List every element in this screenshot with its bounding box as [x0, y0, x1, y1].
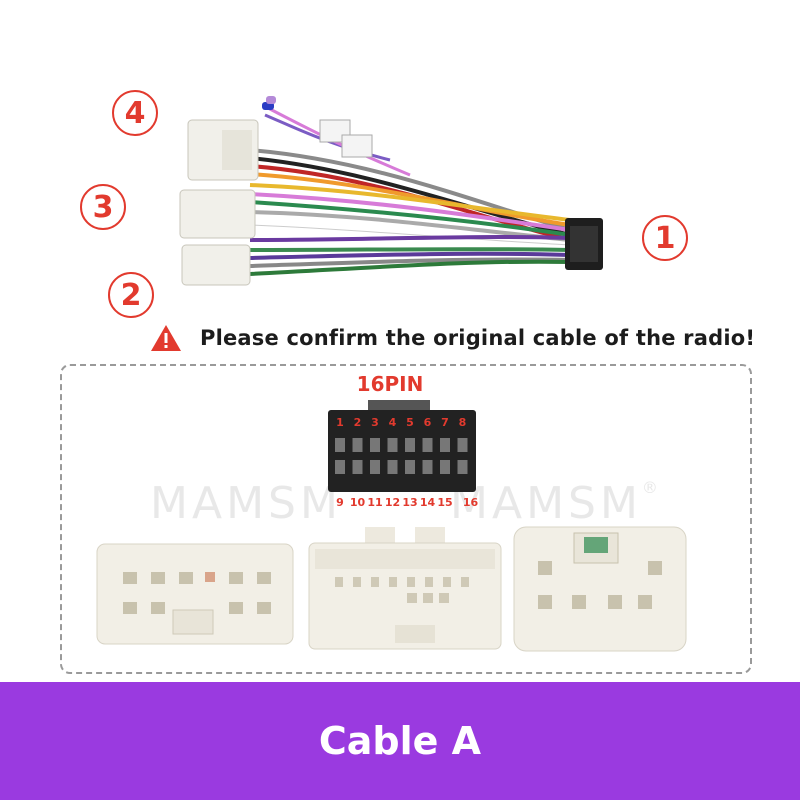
warning-triangle-icon	[151, 325, 181, 351]
footer-banner: Cable A	[0, 682, 800, 800]
pin-cavity-bottom	[422, 460, 433, 474]
pin-cavity-top	[422, 438, 433, 452]
connector-left-image	[96, 543, 294, 645]
pin-label-bottom: 11	[367, 496, 382, 509]
warning-notice: Please confirm the original cable of the…	[150, 318, 755, 358]
connector-frame	[60, 364, 752, 674]
pin-count-title: 16PIN	[356, 372, 424, 396]
pin-label-bottom: 15	[437, 496, 452, 509]
pin-label-bottom: 14	[420, 496, 436, 509]
pin-cavity-top	[370, 438, 380, 452]
pin-cavity-bottom	[440, 460, 450, 474]
pin-label-bottom: 9	[336, 496, 344, 509]
pin-cavity-top	[405, 438, 415, 452]
pin-cavity-bottom	[457, 460, 468, 474]
callout-3: 3	[80, 184, 126, 230]
pin-label-bottom: 10	[350, 496, 366, 509]
watermark-left: MAMSM	[150, 478, 342, 529]
pin-cavity-bottom	[387, 460, 398, 474]
callout-1: 1	[642, 215, 688, 261]
pin-label-bottom: 12	[385, 496, 400, 509]
warning-text: Please confirm the original cable of the…	[200, 326, 756, 350]
callout-4: 4	[112, 90, 158, 136]
pin-cavity-top	[352, 438, 363, 452]
wiring-harness-image	[179, 96, 603, 286]
pin-cavity-bottom	[370, 460, 380, 474]
pin-label-bottom: 13	[402, 496, 417, 509]
pin-cavity-bottom	[335, 460, 345, 474]
pin-label-top: 7	[441, 416, 449, 429]
pin-label-top: 4	[389, 416, 397, 429]
pin-cavity-bottom	[352, 460, 363, 474]
pin-label-top: 6	[424, 416, 432, 429]
pin-label-top: 3	[371, 416, 379, 429]
pin-label-bottom: 16	[463, 496, 479, 509]
pin-label-top: 1	[336, 416, 344, 429]
pin-label-top: 2	[354, 416, 362, 429]
pin-cavity-bottom	[405, 460, 415, 474]
pin-label-top: 8	[459, 416, 467, 429]
pin-cavity-top	[440, 438, 450, 452]
connector-right-image	[513, 526, 687, 652]
connector-middle-image	[308, 527, 502, 650]
connector-16pin-image	[328, 400, 476, 492]
pin-label-top: 5	[406, 416, 414, 429]
pin-cavity-top	[457, 438, 468, 452]
footer-title: Cable A	[318, 719, 482, 763]
callout-2: 2	[108, 272, 154, 318]
pin-cavity-top	[387, 438, 398, 452]
watermark-right: MAMSM®	[450, 478, 662, 529]
pin-cavity-top	[335, 438, 345, 452]
